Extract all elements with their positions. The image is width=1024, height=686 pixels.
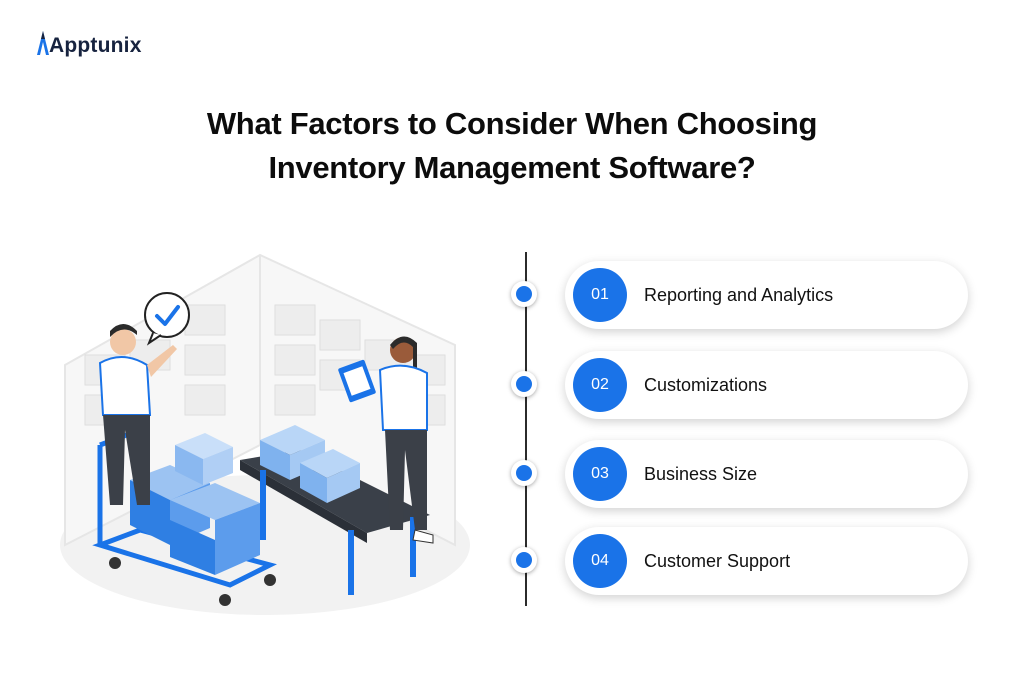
check-bubble-icon (144, 292, 190, 346)
factor-card (565, 261, 968, 329)
page-title: What Factors to Consider When Choosing I… (0, 102, 1024, 190)
timeline-dot-3 (511, 460, 537, 486)
factor-item-reporting: 01 Reporting and Analytics (565, 261, 968, 329)
factor-item-customizations: 02 Customizations (565, 351, 968, 419)
timeline-dot-4 (511, 547, 537, 573)
factor-item-customer-support: 04 Customer Support (565, 527, 968, 595)
factor-label: Customizations (644, 375, 768, 395)
factor-label: Business Size (644, 464, 758, 484)
timeline-line (525, 252, 527, 606)
timeline-dot-2 (511, 371, 537, 397)
factor-card (565, 351, 968, 419)
timeline-dot-1 (511, 281, 537, 307)
title-line-2: Inventory Management Software? (268, 150, 756, 185)
factor-card (565, 527, 968, 595)
factor-label: Reporting and Analytics (644, 285, 834, 305)
factor-number-badge: 01 (573, 268, 627, 322)
apptunix-logo: Apptunix (36, 30, 142, 56)
conveyor-boxes (260, 425, 360, 503)
factor-number-badge: 03 (573, 447, 627, 501)
factor-label: Customer Support (644, 551, 791, 571)
factor-item-business-size: 03 Business Size (565, 440, 968, 508)
factor-number-badge: 02 (573, 358, 627, 412)
factor-card (565, 440, 968, 508)
factor-number-badge: 04 (573, 534, 627, 588)
apptunix-logo-icon (37, 31, 49, 55)
warehouse-workers-illustration (60, 253, 470, 615)
title-line-1: What Factors to Consider When Choosing (206, 106, 818, 141)
logo-text: Apptunix (49, 34, 142, 57)
worker-right (338, 336, 434, 544)
worker-left (98, 324, 177, 505)
